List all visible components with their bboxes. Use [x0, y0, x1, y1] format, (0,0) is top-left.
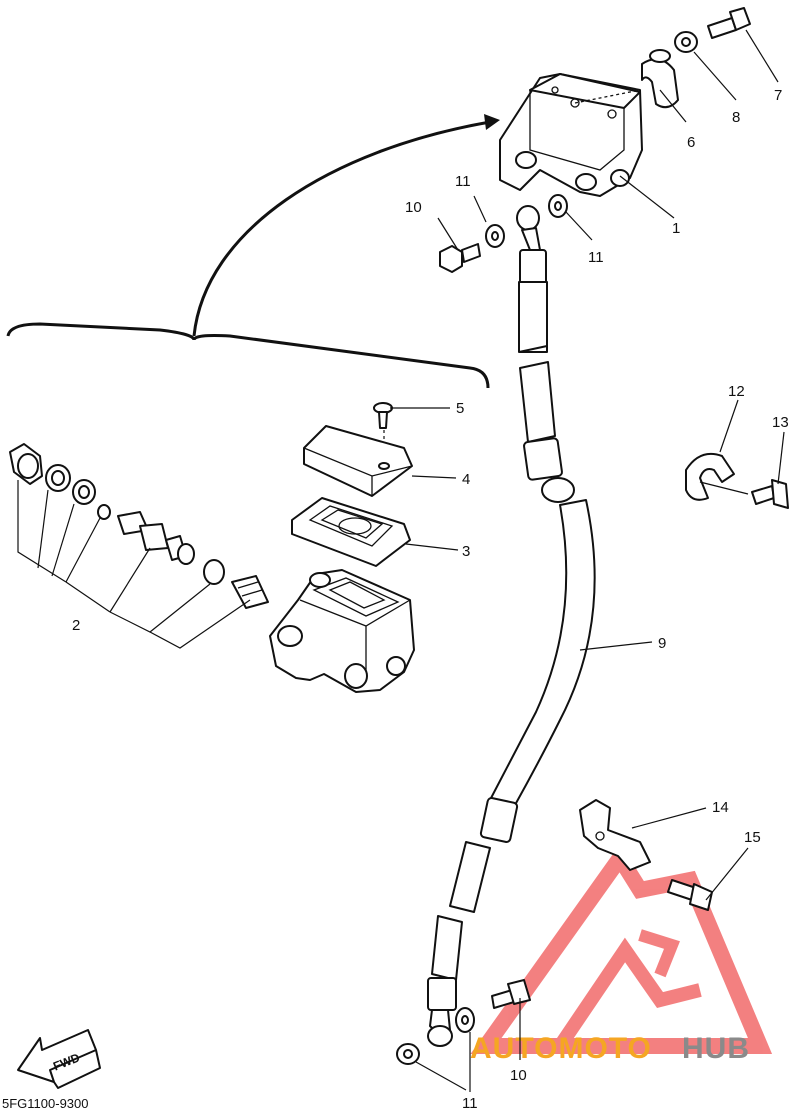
- callout-15: 15: [744, 829, 761, 846]
- callout-6: 6: [687, 134, 695, 151]
- copper-washer-11-bottom-right: [455, 1007, 475, 1033]
- watermark-text-gray: HUB: [682, 1032, 750, 1065]
- callout-3: 3: [462, 543, 470, 560]
- callout-7: 7: [774, 87, 782, 104]
- hose-clamp-12: [685, 452, 735, 501]
- callout-11-top-right: 11: [588, 249, 604, 266]
- callout-9: 9: [658, 635, 666, 652]
- union-bolt-10-bottom: [491, 979, 531, 1009]
- diaphragm-3: [291, 497, 411, 567]
- callout-8: 8: [732, 109, 740, 126]
- brake-hose-9: [427, 205, 596, 1047]
- fwd-arrow-icon: [17, 1029, 101, 1089]
- watermark-logo: [470, 843, 773, 1054]
- bolt-15: [667, 879, 713, 911]
- callout-14: 14: [712, 799, 729, 816]
- callout-5: 5: [456, 400, 464, 417]
- holder-clamp-6: [641, 49, 679, 109]
- hose-guide-bracket-14: [579, 799, 651, 871]
- diagram-code: 5FG1100-9300: [2, 1096, 89, 1111]
- screw-13: [751, 479, 789, 509]
- callout-1: 1: [672, 220, 680, 237]
- cylinder-kit-2: [9, 443, 269, 609]
- callout-10-top: 10: [405, 199, 422, 216]
- callout-13: 13: [772, 414, 789, 431]
- watermark-text-orange: AUTOMOTO: [470, 1032, 652, 1065]
- reservoir-cap-4: [303, 425, 413, 497]
- callout-10-bottom: 10: [510, 1067, 527, 1084]
- master-cylinder-body: [269, 569, 415, 693]
- assembly-pointer-arrow: [192, 114, 500, 337]
- bolt-7: [707, 7, 751, 39]
- washer-8: [674, 31, 698, 53]
- callout-12: 12: [728, 383, 745, 400]
- callout-4: 4: [462, 471, 470, 488]
- callout-11-bottom: 11: [462, 1095, 478, 1111]
- callout-11-top-left: 11: [455, 173, 471, 190]
- copper-washer-11-top-left: [485, 224, 505, 248]
- copper-washer-11-top-right: [548, 194, 568, 218]
- master-cylinder-assembled: [499, 73, 643, 197]
- callout-2: 2: [72, 617, 80, 634]
- assembly-brace: [6, 322, 490, 389]
- leader-lines: [17, 29, 785, 1092]
- copper-washer-11-bottom-left: [396, 1043, 420, 1065]
- union-bolt-10-top: [439, 243, 481, 273]
